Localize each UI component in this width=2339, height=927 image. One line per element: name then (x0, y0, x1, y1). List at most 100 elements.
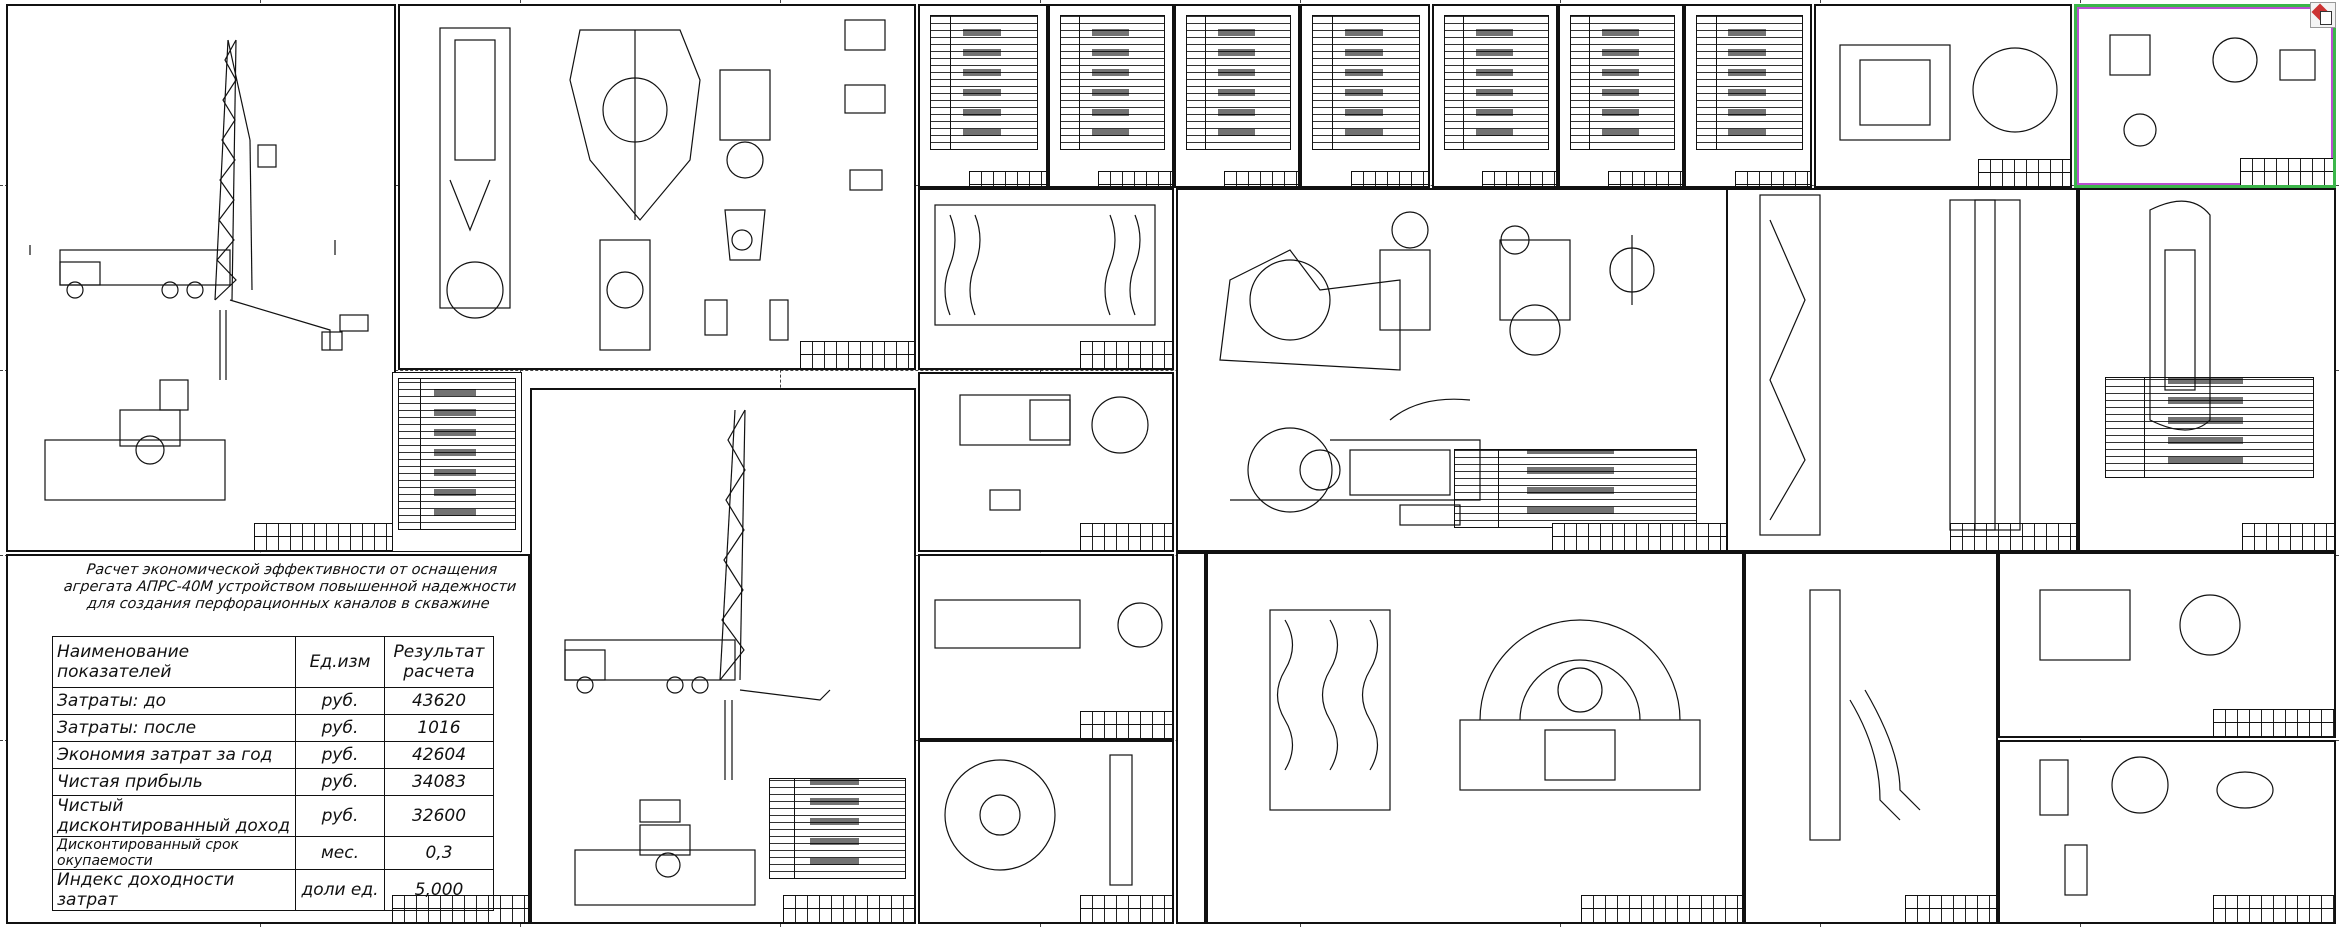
row-name: Экономия затрат за год (52, 741, 296, 769)
title-block (1734, 171, 1811, 186)
spec-table (398, 378, 516, 530)
sheet-perforator[interactable] (1726, 188, 2078, 552)
pump-drawing (1219, 211, 1655, 526)
cylinder-drawing (934, 599, 1163, 886)
column-header: Результат расчета (384, 636, 494, 688)
spec-table (930, 15, 1039, 150)
row-name: Индекс доходности затрат (52, 869, 296, 911)
title-block (1977, 159, 2071, 186)
title-block (1080, 895, 1172, 922)
title-block (2212, 709, 2335, 736)
gear-drawing (1269, 609, 1701, 811)
sheet-spec-list-5[interactable] (1432, 4, 1558, 188)
title-block (2241, 523, 2335, 550)
table-header-row: Наименование показателей Ед.изм Результа… (52, 636, 494, 688)
sheet-spec-list-1[interactable] (918, 4, 1048, 188)
sheet-perforator-detail[interactable] (2078, 188, 2336, 552)
row-value: 42604 (384, 741, 494, 769)
table-row: Чистый дисконтированный доход руб. 32600 (52, 795, 494, 837)
sheet-strip[interactable] (1176, 552, 1206, 924)
economics-table: Наименование показателей Ед.изм Результа… (52, 636, 494, 911)
row-name: Дисконтированный срок окупаемости (52, 836, 296, 870)
sheet-spec-list-7[interactable] (1684, 4, 1812, 188)
row-unit: руб. (295, 768, 385, 796)
economics-title: Расчет экономической эффективности от ос… (37, 562, 542, 613)
title-block (1080, 523, 1172, 550)
title-block (1080, 711, 1172, 738)
title-block (1552, 523, 1730, 550)
title-block (1905, 895, 1996, 922)
nozzle-drawing (1809, 589, 1921, 841)
spec-table (1312, 15, 1421, 150)
sheet-spec-list-6[interactable] (1558, 4, 1684, 188)
sheet-flange[interactable] (918, 740, 1174, 924)
spec-table (1443, 15, 1549, 150)
spec-notes (768, 778, 907, 880)
rig-work-drawing (564, 409, 831, 906)
sheet-cylinder[interactable] (918, 554, 1174, 740)
economics-title-line: агрегата АПРС-40М устройством повышенной… (62, 579, 518, 595)
rig-mast-drawing (29, 39, 369, 501)
row-value: 34083 (384, 768, 494, 796)
sheet-ring[interactable] (1998, 740, 2336, 924)
spec-notes (1454, 449, 1697, 529)
title-block (2239, 158, 2334, 185)
column-header: Наименование показателей (52, 636, 296, 688)
shaft-drawing (959, 394, 1149, 511)
spring-drawing (934, 204, 1156, 326)
spec-table (1695, 15, 1803, 150)
sheet-spec-list-4[interactable] (1300, 4, 1430, 188)
title-block (1607, 171, 1683, 186)
table-row: Чистая прибыль руб. 34083 (52, 768, 494, 796)
title-block (1351, 171, 1428, 186)
sleeve-drawing (2039, 589, 2274, 896)
title-block (1580, 895, 1743, 922)
row-value: 5,000 (384, 869, 494, 911)
sheet-sleeve[interactable] (1998, 552, 2336, 738)
row-unit: мес. (295, 836, 385, 870)
row-value: 43620 (384, 687, 494, 715)
row-unit: руб. (295, 687, 385, 715)
sheet-rig-work-position[interactable] (530, 388, 916, 924)
row-name: Затраты: после (52, 714, 296, 742)
title-block (254, 523, 394, 550)
title-block (799, 341, 915, 368)
row-name: Чистая прибыль (52, 768, 296, 796)
page-tile-line (0, 370, 2339, 371)
sheet-spec-list-3[interactable] (1174, 4, 1300, 188)
title-block (1223, 171, 1299, 186)
row-unit: руб. (295, 795, 385, 837)
title-block (2212, 895, 2335, 922)
row-name: Чистый дисконтированный доход (52, 795, 296, 837)
sheet-rig-general[interactable] (6, 4, 396, 552)
title-block (1080, 341, 1172, 368)
title-block (1097, 171, 1173, 186)
row-value: 0,3 (384, 836, 494, 870)
title-block (783, 895, 914, 922)
sheet-swivel-assembly[interactable] (398, 4, 916, 370)
row-value: 1016 (384, 714, 494, 742)
spec-table (1185, 15, 1291, 150)
row-unit: руб. (295, 741, 385, 769)
perforator-drawing (1759, 194, 2211, 536)
economics-title-line: для создания перфорационных каналов в ск… (86, 596, 491, 612)
economics-title-line: Расчет экономической эффективности от ос… (85, 562, 498, 578)
title-block (1949, 523, 2077, 550)
sheet-small-spec[interactable] (392, 372, 522, 552)
sheet-nozzle[interactable] (1744, 552, 1998, 924)
table-row: Индекс доходности затрат доли ед. 5,000 (52, 869, 494, 911)
sheet-spec-list-2[interactable] (1048, 4, 1174, 188)
housing-drawing (1839, 34, 2316, 147)
title-block (1481, 171, 1557, 186)
title-block (969, 171, 1046, 186)
sheet-housing[interactable] (1814, 4, 2072, 188)
sheet-shaft[interactable] (918, 372, 1174, 552)
spec-table (1059, 15, 1165, 150)
sheet-gear-assembly[interactable] (1206, 552, 1744, 924)
table-row: Затраты: до руб. 43620 (52, 687, 494, 715)
row-value: 32600 (384, 795, 494, 837)
viewer-app-icon[interactable] (2310, 2, 2336, 28)
table-row: Дисконтированный срок окупаемости мес. 0… (52, 836, 494, 870)
